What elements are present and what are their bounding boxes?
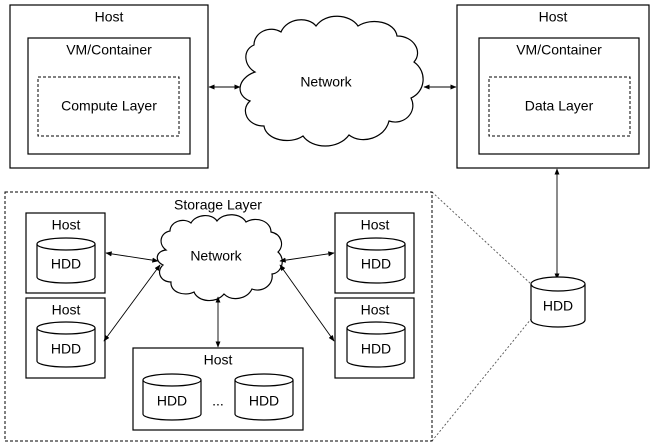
hdd-icon: HDD [346, 321, 406, 368]
data-host: Host VM/Container Data Layer [456, 4, 650, 169]
storage-host-4: Host HDD [334, 297, 415, 379]
storage-host-4-label: Host [361, 302, 390, 318]
compute-layer: Compute Layer [37, 76, 180, 137]
hdd-icon: HDD [142, 373, 202, 421]
host2-network-link [103, 264, 161, 342]
storage-layer-title: Storage Layer [174, 197, 262, 213]
data-vm-container: VM/Container Data Layer [478, 37, 640, 155]
storage-host-3: Host HDD [334, 212, 415, 294]
storage-layer: Storage Layer Host HDD Host HDD Host [4, 191, 433, 442]
top-network-cloud: Network [239, 15, 424, 147]
storage-host-2-disk: HDD [51, 341, 81, 357]
host4-network-link [279, 264, 335, 342]
data-vm-label: VM/Container [516, 42, 602, 58]
storage-host-2-label: Host [52, 302, 81, 318]
compute-vm-label: VM/Container [66, 42, 152, 58]
host3-network-link [279, 251, 335, 263]
storage-host-1-disk: HDD [51, 256, 81, 272]
host1-network-link [105, 251, 159, 263]
storage-host-multi-disk-right: HDD [249, 393, 279, 409]
storage-host-multi-label: Host [204, 352, 233, 368]
storage-host-1: Host HDD [25, 212, 106, 294]
data-layer: Data Layer [488, 76, 631, 137]
standalone-hdd-icon: HDD [530, 276, 586, 328]
hdd-icon: HDD [346, 237, 406, 284]
storage-host-4-disk: HDD [361, 341, 391, 357]
storage-host-1-label: Host [52, 217, 81, 233]
compute-host: Host VM/Container Compute Layer [9, 4, 209, 169]
data-layer-label: Data Layer [525, 98, 594, 114]
standalone-hdd-label: HDD [543, 298, 573, 314]
compute-vm-container: VM/Container Compute Layer [27, 37, 191, 155]
hdd-icon: HDD [234, 373, 294, 421]
data-host-label: Host [539, 9, 568, 25]
hdd-icon: HDD [36, 321, 96, 368]
storage-host-3-label: Host [361, 217, 390, 233]
compute-host-label: Host [95, 9, 124, 25]
storage-network-label: Network [190, 248, 242, 264]
compute-layer-label: Compute Layer [61, 98, 157, 114]
hdd-icon: HDD [36, 237, 96, 284]
zoom-line-top [431, 191, 532, 285]
storage-host-2: Host HDD [25, 297, 106, 379]
storage-host-3-disk: HDD [361, 256, 391, 272]
storage-network-cloud: Network [156, 214, 283, 302]
storage-host-multi-ellipsis: ... [212, 393, 224, 409]
storage-host-multi-disk-left: HDD [157, 393, 187, 409]
zoom-line-bottom [431, 318, 532, 442]
storage-host-multi: Host HDD ... HDD [132, 347, 304, 431]
top-network-label: Network [300, 74, 352, 90]
